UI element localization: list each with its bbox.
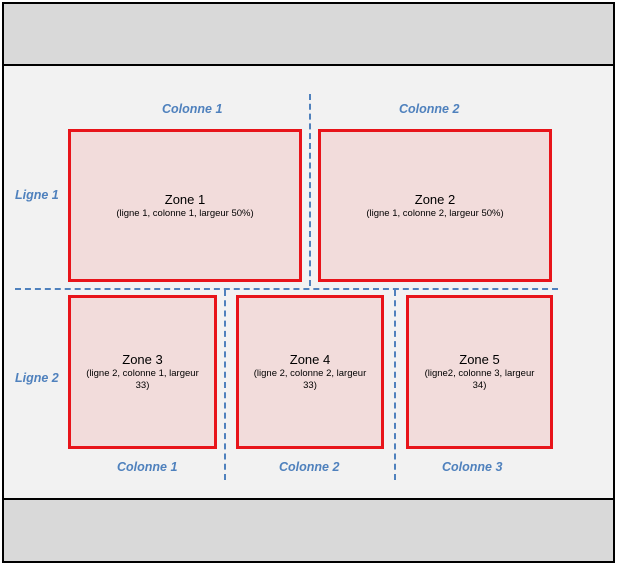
zone-2: Zone 2 (ligne 1, colonne 2, largeur 50%) (318, 129, 552, 282)
column-label-top-2: Colonne 2 (399, 102, 460, 116)
column-label-bottom-1: Colonne 1 (117, 460, 178, 474)
zone-4: Zone 4 (ligne 2, colonne 2, largeur 33) (236, 295, 384, 449)
column-label-bottom-2: Colonne 2 (279, 460, 340, 474)
footer-band (2, 498, 615, 563)
zone-detail: (ligne 2, colonne 1, largeur 33) (86, 368, 199, 391)
zone-3: Zone 3 (ligne 2, colonne 1, largeur 33) (68, 295, 217, 449)
zone-title: Zone 4 (289, 352, 331, 367)
zone-title: Zone 2 (414, 191, 456, 207)
zone-title: Zone 5 (459, 352, 500, 367)
row-divider (15, 288, 558, 290)
zone-title: Zone 3 (122, 352, 163, 367)
zone-1: Zone 1 (ligne 1, colonne 1, largeur 50%) (68, 129, 302, 282)
row-label-1: Ligne 1 (15, 188, 59, 202)
zone-detail: (ligne 1, colonne 1, largeur 50%) (116, 207, 254, 219)
zone-title: Zone 1 (164, 191, 206, 207)
column-divider-bottom-1 (224, 290, 226, 480)
zone-detail: (ligne2, colonne 3, largeur 34) (424, 368, 535, 391)
header-band (2, 2, 615, 66)
zone-5: Zone 5 (ligne2, colonne 3, largeur 34) (406, 295, 553, 449)
column-divider-bottom-2 (394, 290, 396, 480)
zone-detail: (ligne 1, colonne 2, largeur 50%) (366, 207, 504, 219)
column-label-top-1: Colonne 1 (162, 102, 223, 116)
zone-detail: (ligne 2, colonne 2, largeur 33) (253, 368, 367, 391)
column-divider-top (309, 94, 311, 286)
row-label-2: Ligne 2 (15, 371, 59, 385)
column-label-bottom-3: Colonne 3 (442, 460, 503, 474)
